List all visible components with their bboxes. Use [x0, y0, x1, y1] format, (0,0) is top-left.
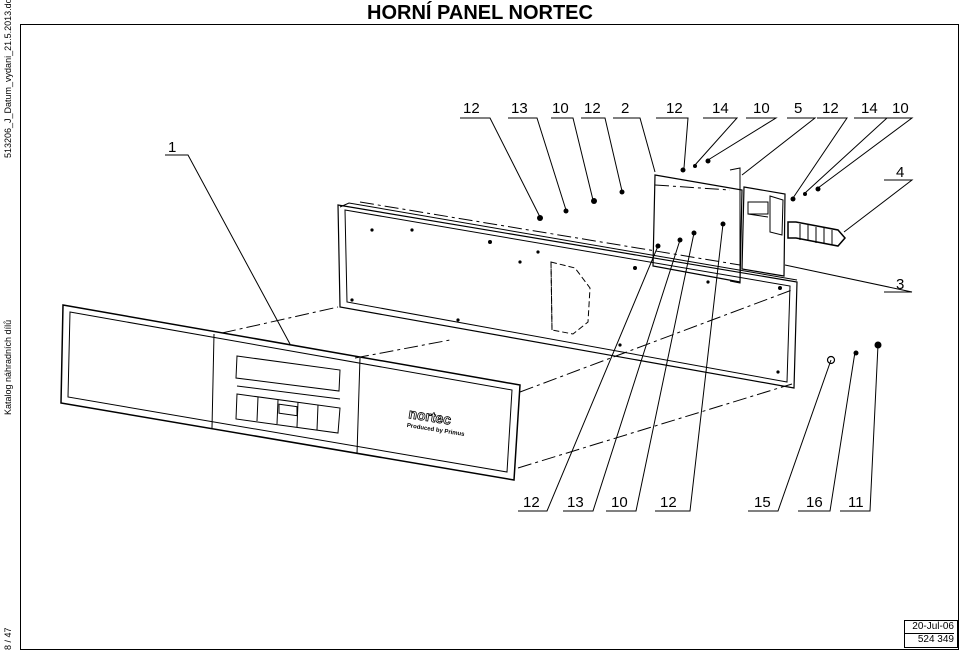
callout-top-11: 14 — [861, 100, 878, 117]
callout-bottom-5: 15 — [754, 494, 771, 511]
drawing-stamp: 20-Jul-06 524 349 — [904, 620, 958, 648]
assembly-lines — [221, 184, 793, 469]
brand-logo: nortec Produced by Primus — [406, 405, 465, 438]
module-board — [741, 186, 786, 277]
back-panel — [337, 202, 798, 389]
callout-bottom-4: 12 — [660, 494, 677, 511]
front-panel — [60, 304, 521, 481]
stamp-date: 20-Jul-06 — [905, 621, 954, 634]
stamp-code: 524 349 — [917, 634, 954, 645]
callout-bottom-2: 13 — [567, 494, 584, 511]
circuit-board — [652, 167, 743, 284]
callout-top-6: 12 — [666, 100, 683, 117]
callout-top-10: 12 — [822, 100, 839, 117]
callout-top-4: 12 — [584, 100, 601, 117]
washer — [826, 355, 836, 365]
callout-bottom-6: 16 — [806, 494, 823, 511]
page-title: HORNÍ PANEL NORTEC — [367, 2, 593, 24]
callout-bottom-3: 10 — [611, 494, 628, 511]
leader-lines-top — [165, 117, 914, 345]
callout-top-12: 10 — [892, 100, 909, 117]
callout-top-9: 5 — [794, 100, 802, 117]
callout-top-2: 13 — [511, 100, 528, 117]
leader-lines-bottom — [518, 223, 879, 512]
callout-part-3: 3 — [896, 276, 904, 293]
callouts-top: 12 13 10 12 2 12 14 10 5 12 14 10 1 4 3 — [168, 100, 909, 293]
drawing-frame — [20, 24, 959, 650]
callout-part-1: 1 — [168, 139, 176, 156]
fasteners — [350, 158, 882, 374]
brand-logo-text: nortec — [408, 405, 453, 428]
callouts-bottom: 12 13 10 12 15 16 11 — [523, 494, 864, 511]
callout-top-5: 2 — [621, 100, 629, 117]
callout-bottom-7: 11 — [848, 494, 864, 511]
cable-connector — [787, 221, 846, 247]
callout-top-1: 12 — [463, 100, 480, 117]
callout-bottom-1: 12 — [523, 494, 540, 511]
callout-part-4: 4 — [896, 164, 904, 181]
callout-top-7: 14 — [712, 100, 729, 117]
callout-top-3: 10 — [552, 100, 569, 117]
callout-top-8: 10 — [753, 100, 770, 117]
